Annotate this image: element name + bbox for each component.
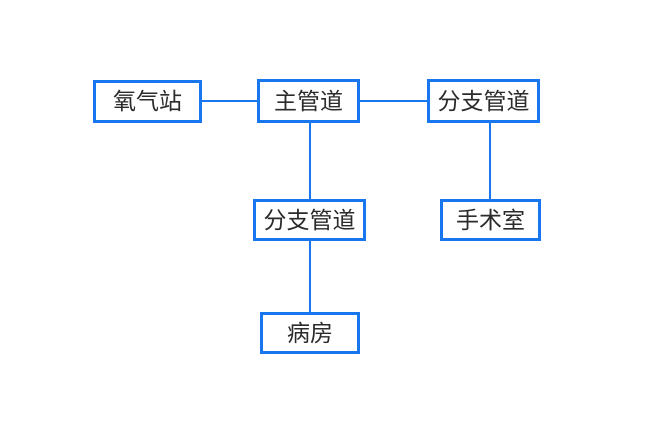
node-main-pipeline[interactable]: 主管道 bbox=[257, 79, 360, 123]
node-ward[interactable]: 病房 bbox=[260, 312, 360, 354]
node-branch-pipeline-right[interactable]: 分支管道 bbox=[427, 79, 540, 123]
node-branch-pipeline-center[interactable]: 分支管道 bbox=[253, 199, 366, 241]
node-label-branch-pipeline-center: 分支管道 bbox=[263, 207, 356, 233]
node-label-operating-room: 手术室 bbox=[456, 207, 525, 233]
node-label-branch-pipeline-right: 分支管道 bbox=[437, 88, 530, 114]
node-oxygen-station[interactable]: 氧气站 bbox=[93, 80, 202, 123]
node-label-main-pipeline: 主管道 bbox=[274, 88, 343, 114]
node-operating-room[interactable]: 手术室 bbox=[440, 199, 541, 241]
node-label-oxygen-station: 氧气站 bbox=[113, 89, 182, 114]
node-label-ward: 病房 bbox=[287, 320, 333, 346]
